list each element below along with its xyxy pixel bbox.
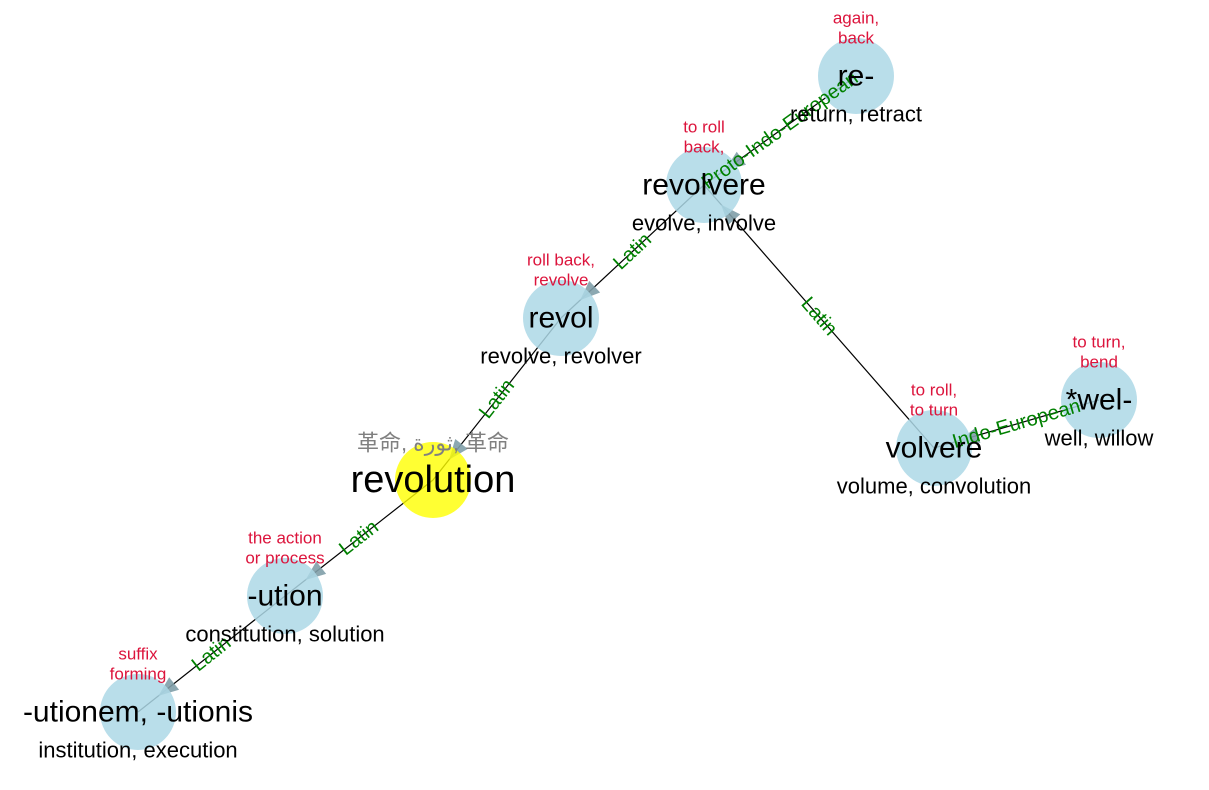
node-ution-meaning-line: or process	[245, 549, 324, 568]
node-utionem-meaning-line: suffix	[118, 645, 158, 664]
node-utionem-meaning-line: forming	[110, 665, 167, 684]
node-revolvere-word: revolvere	[642, 169, 765, 202]
node-re-meaning-line: again,	[833, 9, 879, 28]
node-utionem-examples: institution, execution	[38, 738, 237, 763]
node-revolution-translations: 革命, ثورة, 革命	[357, 431, 509, 456]
node-volvere-meaning-line: to turn	[910, 401, 958, 420]
node-revolution-word: revolution	[351, 459, 516, 501]
node-wel-word: *wel-	[1066, 384, 1133, 417]
node-labels: re-again,back return, retract revolvere to …	[23, 9, 1154, 763]
node-re-word: re-	[838, 60, 875, 93]
edge-line-volvere-revolvere	[703, 184, 935, 449]
node-wel-meaning-line: to turn,	[1073, 333, 1126, 352]
node-ution-circle[interactable]	[247, 558, 323, 634]
node-revol-meaning-line: roll back,	[527, 251, 595, 270]
node-ution-examples: constitution, solution	[185, 622, 384, 647]
node-revolvere-meaning-line: back,	[684, 138, 725, 157]
node-revolvere-examples: evolve, involve	[632, 211, 776, 236]
node-ution-meaning-line: the action	[248, 529, 322, 548]
edge-label-volvere-revolvere: Latin	[796, 293, 841, 340]
node-utionem-circle[interactable]	[100, 674, 176, 750]
node-revolvere-circle[interactable]	[666, 147, 742, 223]
node-circles	[100, 38, 1137, 750]
node-revolution-circle[interactable]	[395, 442, 471, 518]
node-revolvere-meaning-line: to roll	[683, 118, 725, 137]
node-volvere-meaning-line: to roll,	[911, 381, 957, 400]
node-wel-meaning-line: bend	[1080, 353, 1118, 372]
node-wel-examples: well, willow	[1044, 426, 1154, 451]
edge-label-revol-revolution: Latin	[475, 375, 519, 423]
node-revol-examples: revolve, revolver	[480, 344, 641, 369]
node-utionem-word: -utionem, -utionis	[23, 696, 253, 729]
node-revol-word: revol	[528, 302, 593, 335]
node-revol-meaning-line: revolve	[534, 271, 589, 290]
node-revol-circle[interactable]	[523, 280, 599, 356]
node-volvere-examples: volume, convolution	[837, 474, 1031, 499]
node-wel-circle[interactable]	[1061, 362, 1137, 438]
node-re-meaning-line: back	[838, 29, 874, 48]
node-volvere-circle[interactable]	[896, 410, 972, 486]
node-re-examples: return, retract	[790, 102, 922, 127]
node-volvere-word: volvere	[886, 432, 983, 465]
node-ution-word: -ution	[247, 580, 322, 613]
node-re-circle[interactable]	[818, 38, 894, 114]
edge-label-revolution-ution: Latin	[335, 516, 383, 560]
